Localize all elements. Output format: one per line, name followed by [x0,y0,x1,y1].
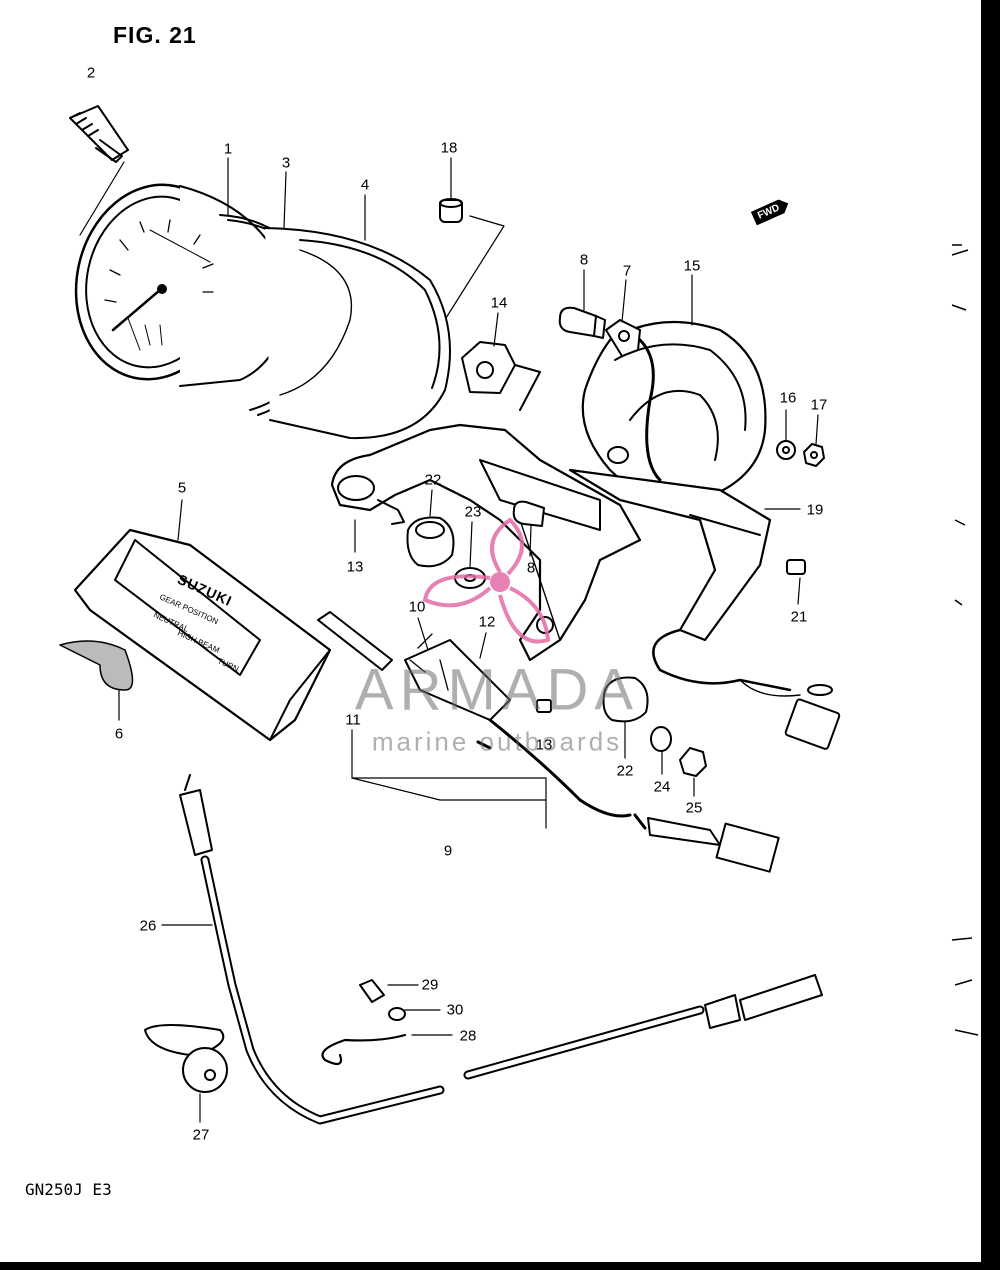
callout-22-upper: 22 [424,471,442,489]
scan-border-bottom [0,1262,1000,1270]
part-22-cushion-upper [406,516,455,568]
part-14-bracket [330,423,642,662]
callout-4: 4 [360,176,370,194]
callout-27: 27 [192,1126,210,1144]
part-8-bulb-top [558,306,606,339]
callout-29: 29 [421,976,439,994]
part-29-bolt [359,979,385,1003]
part-22-cushion-lower [602,676,649,723]
callout-28: 28 [459,1027,477,1045]
callout-11: 11 [345,711,361,729]
part-26-cable [179,774,823,1125]
leader-line [445,215,505,319]
part-17-washer [776,440,796,460]
figure-title: FIG. 21 [113,22,197,48]
callout-19: 18 [440,139,458,157]
scan-edge-marks [951,244,979,1036]
callout-10: 10 [408,598,426,616]
callout-3: 3 [281,154,291,172]
callout-17: 16 [779,389,797,407]
callout-20: 19 [806,501,824,519]
part-1-speedometer [74,183,298,387]
callout-22-lower: 22 [616,762,634,780]
callout-12: 12 [478,613,496,631]
callout-30: 30 [446,1001,464,1019]
callout-25: 25 [685,799,703,817]
leader-line [79,161,125,236]
part-5-cover [73,528,332,742]
part-8-bulb-lower [512,500,545,527]
part-30-washer [388,1007,406,1021]
part-2-knob [69,105,129,163]
callout-21: 21 [790,608,808,626]
part-28-clip [321,1033,407,1066]
callout-15: 14 [490,294,508,312]
callout-6: 6 [114,725,124,743]
part-13-screw [536,699,552,713]
part-20-indicator-panel [568,468,841,750]
part-18-nut [803,443,825,467]
part-11-screw [476,740,492,750]
part-9-harness [317,611,780,873]
callout-5: 5 [177,479,187,497]
callout-9: 9 [443,842,453,860]
part-21-bolt [786,559,806,575]
model-code: GN250J E3 [25,1180,112,1199]
callout-14: 13 [346,558,364,576]
callout-16: 15 [683,257,701,275]
callout-18: 17 [810,396,828,414]
callout-24: 24 [653,778,671,796]
part-24-washer [650,726,672,752]
callout-23: 23 [464,503,482,521]
part-19-cap [439,198,463,223]
part-7-socket [605,319,662,482]
callout-2: 2 [86,64,96,82]
part-25-nut [679,747,707,777]
callout-1: 1 [223,140,233,158]
part-15-grommet [461,341,541,411]
part-4-case [264,227,451,440]
callout-26: 26 [139,917,157,935]
leader-line [351,729,547,829]
scan-border-right [981,0,1000,1270]
watermark-brand: ARMADA [354,657,640,723]
callout-8-top: 8 [579,251,589,269]
watermark-propeller-icon [422,517,551,644]
part-27-clamp [144,1024,228,1093]
part-16-housing [581,320,767,502]
callout-7: 7 [622,262,632,280]
callout-8-lower: 8 [526,559,536,577]
callout-13: 13 [535,736,553,754]
part-6-lens [59,640,134,691]
watermark-tagline: marine outboards [371,726,623,757]
